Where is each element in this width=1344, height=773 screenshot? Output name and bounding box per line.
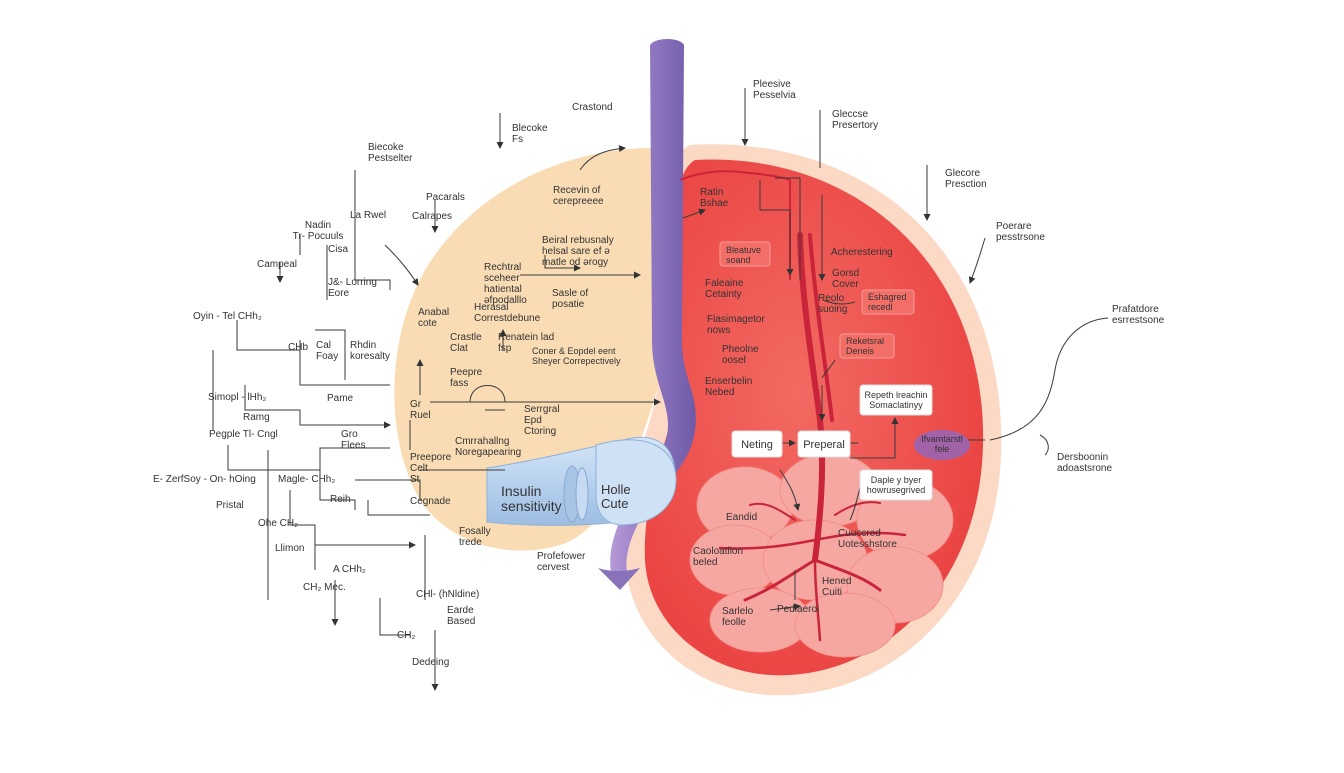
- label-l13: Pegple Tl- Cngl: [209, 429, 278, 440]
- label-l20: Reih: [330, 494, 351, 505]
- box-reketsral: [839, 333, 895, 359]
- label-l21: Cegnade: [410, 496, 451, 507]
- label-l23: Llimon: [275, 543, 304, 554]
- box-bleatuve: [719, 241, 771, 267]
- vessel-arrow-head: [598, 568, 640, 590]
- label-l18: Magle- CHh₂: [278, 474, 335, 485]
- label-o12: Eandid: [726, 512, 757, 523]
- label-b04: Calrapes: [412, 211, 452, 222]
- label-l25: CH₂ Mec.: [303, 582, 346, 593]
- box-ifvamtarstl: [914, 430, 970, 460]
- label-b03: Pacarals: [426, 192, 465, 203]
- label-o17: Pediaeroi: [777, 604, 819, 615]
- label-b01: Crastond: [572, 102, 613, 113]
- label-l05: La Rwel: [350, 210, 386, 221]
- label-o03: Acherestering: [831, 247, 893, 258]
- organ-vessels: [718, 232, 907, 642]
- label-l04: Cisa: [328, 244, 348, 255]
- label-l08: CHb: [288, 342, 308, 353]
- box-eshagred: [861, 289, 915, 315]
- connector-lines: [212, 88, 1109, 691]
- label-l24: A CHh₂: [333, 564, 366, 575]
- box-repeth: [859, 384, 933, 416]
- right-organ: [624, 144, 1002, 696]
- label-l11: Simopl - lHh₂: [208, 392, 266, 403]
- label-l17: E- ZerfSoy - On- hOing: [153, 474, 256, 485]
- label-x01: Neting: [741, 439, 773, 451]
- label-l19: Pristal: [216, 500, 244, 511]
- label-l28: CH₂: [397, 630, 415, 641]
- label-l03: Campeal: [257, 259, 297, 270]
- box-preperal: [797, 430, 851, 458]
- label-l12: Ramg: [243, 412, 270, 423]
- label-l22: Ohe CH₂: [258, 518, 298, 529]
- organ-boxes: [719, 241, 970, 501]
- label-l14: Pame: [327, 393, 354, 404]
- box-daple: [859, 469, 933, 501]
- label-l26: CHl- (hNldine): [416, 589, 479, 600]
- label-l29: Dedeing: [412, 657, 449, 668]
- label-x02: Preperal: [803, 439, 845, 451]
- box-neting: [731, 430, 783, 458]
- insulin-tube: [486, 436, 677, 526]
- label-l07: Oyin - Tel CHh₂: [193, 311, 262, 322]
